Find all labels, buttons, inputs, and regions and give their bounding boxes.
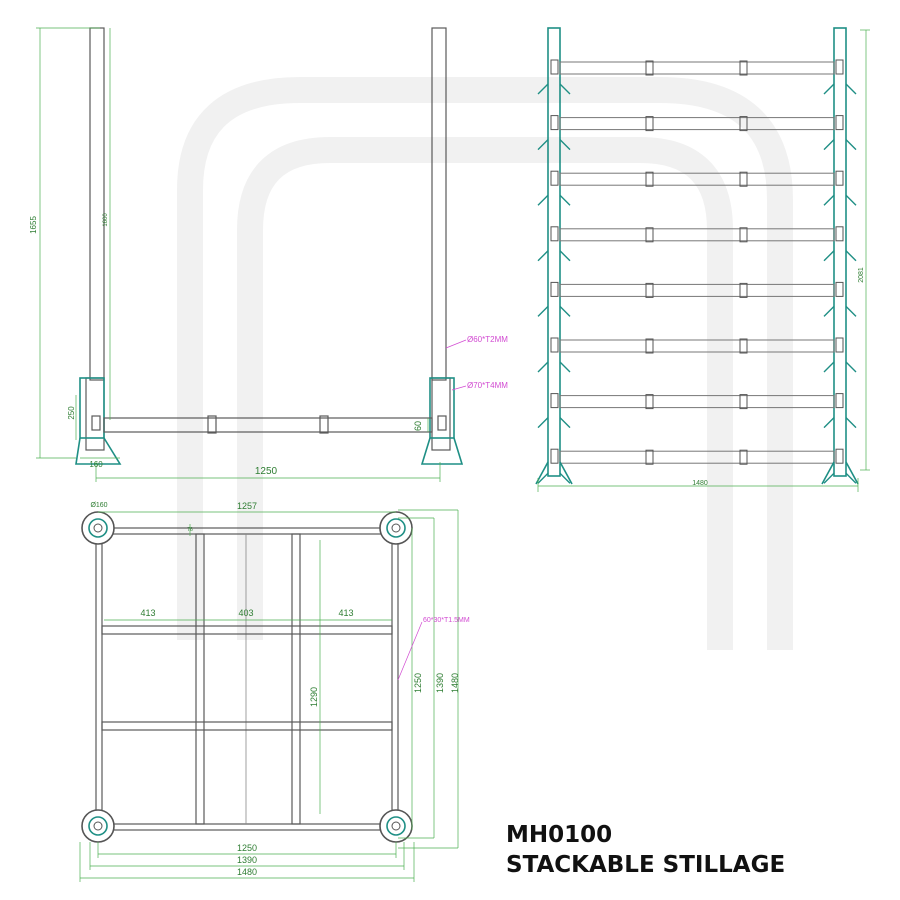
- right-upper-post: [431, 27, 447, 381]
- base-beam: [103, 417, 433, 433]
- dim-inner-depth: 1290: [309, 687, 319, 707]
- left-lower-post: [85, 377, 105, 451]
- callout-upper-post: Ø60*T2MM: [467, 335, 508, 344]
- dim-small-offset: 76: [187, 527, 193, 533]
- dim-depth-1480: 1480: [450, 673, 460, 693]
- dim-depth-1250: 1250: [413, 673, 423, 693]
- front-rung: [559, 283, 835, 297]
- dim-front-width: 1480: [692, 480, 708, 487]
- plan-perimeter: [95, 527, 399, 831]
- product-name: STACKABLE STILLAGE: [506, 852, 785, 878]
- dim-front-height: 2081: [858, 267, 865, 283]
- front-rung: [559, 228, 835, 242]
- corner-cup-br: [379, 809, 413, 843]
- front-rung: [559, 117, 835, 131]
- front-view: 1480 2081: [535, 27, 870, 492]
- dim-beam-height: 60: [413, 421, 423, 431]
- right-post-sleeve: [429, 377, 455, 439]
- front-rung: [559, 395, 835, 409]
- right-foot: [420, 437, 464, 465]
- plan-view: Ø160 1257 76 413 403 413 60*30*T1.5MM 12…: [79, 501, 470, 882]
- left-foot: [75, 437, 122, 465]
- right-column: [833, 27, 847, 477]
- dim-bay-right: 413: [338, 608, 353, 618]
- dim-corner-dia: Ø160: [90, 502, 107, 509]
- dim-bottom-1480: 1480: [237, 867, 257, 877]
- left-post-sleeve: [79, 377, 105, 439]
- callout-tube: 60*30*T1.5MM: [423, 617, 470, 624]
- watermark-logo: [177, 77, 793, 650]
- front-rung: [559, 339, 835, 353]
- side-view: 1655 1600 250 160 1250 60 Ø60*T2MM Ø70*T…: [29, 27, 508, 482]
- right-lower-post: [431, 377, 451, 451]
- dim-depth-1390: 1390: [435, 673, 445, 693]
- dim-overall-height: 1655: [29, 216, 38, 234]
- left-column: [547, 27, 561, 477]
- front-rung: [559, 172, 835, 186]
- dim-span: 1250: [255, 466, 278, 477]
- dim-foot-width: 160: [89, 460, 103, 469]
- callout-lower-post: Ø70*T4MM: [467, 381, 508, 390]
- product-code: MH0100: [506, 822, 612, 848]
- dim-bay-left: 413: [140, 608, 155, 618]
- dim-base-height: 250: [67, 406, 76, 420]
- left-upper-post: [89, 27, 105, 381]
- dim-top-width: 1257: [237, 501, 257, 511]
- corner-cup-bl: [81, 809, 115, 843]
- dim-bay-mid: 403: [238, 608, 253, 618]
- front-rung: [559, 61, 835, 75]
- dim-bottom-1250: 1250: [237, 843, 257, 853]
- front-rung: [559, 450, 835, 464]
- dim-bottom-1390: 1390: [237, 855, 257, 865]
- dim-post-height: 1600: [103, 213, 109, 227]
- corner-cup-tr: [379, 511, 413, 545]
- corner-cup-tl: [81, 511, 115, 545]
